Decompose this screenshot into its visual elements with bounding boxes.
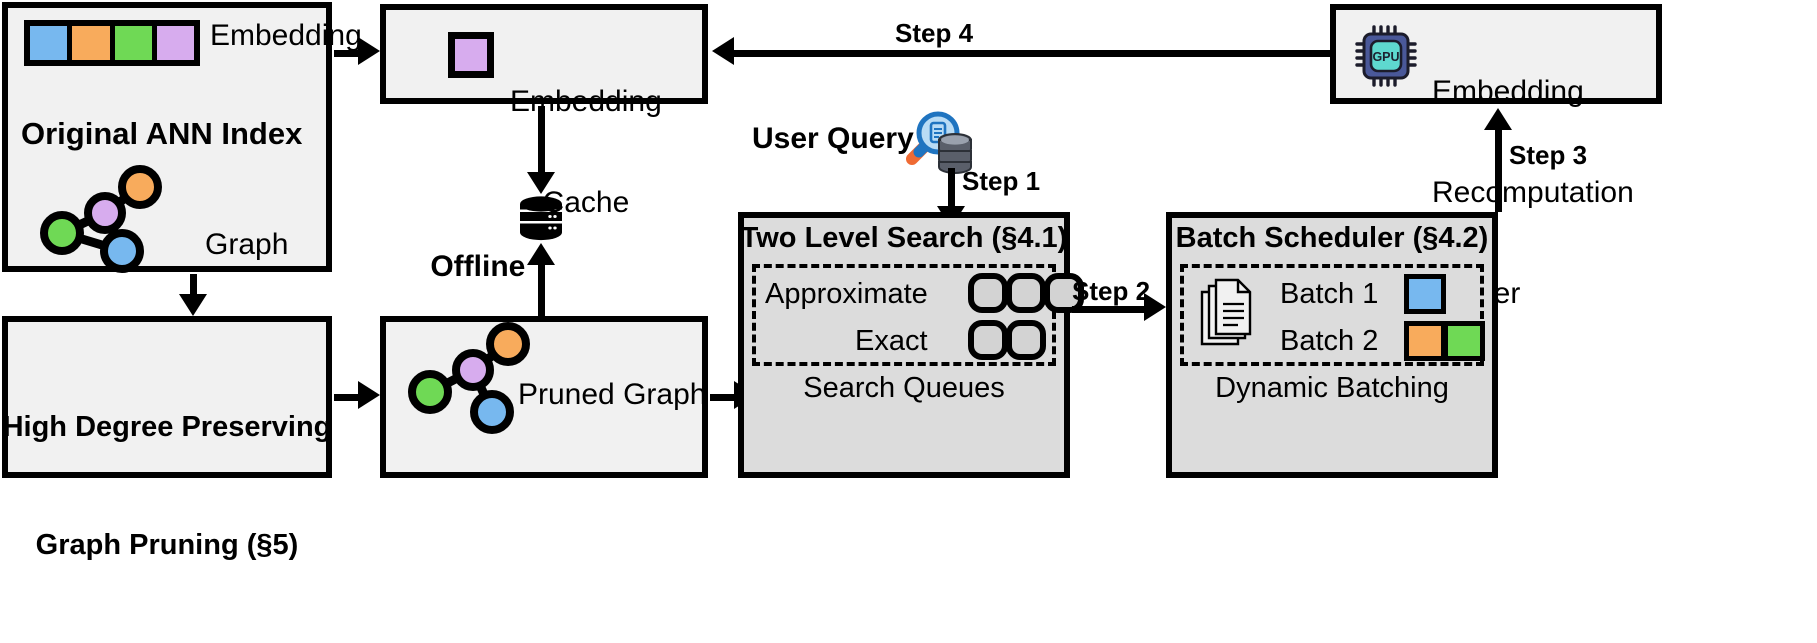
index-to-pruning-line <box>190 274 197 298</box>
database-cylinder-icon <box>519 196 563 241</box>
approximate-slot-3 <box>1044 273 1084 313</box>
batch-2-chip-1 <box>1404 321 1446 361</box>
database-stack-icon <box>932 130 978 176</box>
batch-1-label: Batch 1 <box>1280 278 1379 310</box>
recomputation-server-box <box>1330 4 1662 104</box>
pruning-to-pruned-line <box>334 394 360 401</box>
embedding-cell-1 <box>30 26 68 60</box>
offline-storage-line1: Offline <box>430 250 526 284</box>
step4-line <box>734 50 1330 57</box>
step2-label: Step 2 <box>1072 276 1151 306</box>
batch-2-chip-2 <box>1443 321 1485 361</box>
embedding-cache-title-line1: Embedding <box>510 85 662 119</box>
search-queues-footer: Search Queues <box>803 372 1005 404</box>
original-ann-index-title: Original ANN Index <box>21 116 303 151</box>
two-level-search-box <box>738 212 1070 478</box>
graph-pruning-box <box>2 316 332 478</box>
graph-pruning-title: High Degree Preserving Graph Pruning (§5… <box>2 330 332 643</box>
dynamic-batching-footer: Dynamic Batching <box>1215 372 1449 404</box>
step3-arrow-head <box>1484 108 1512 130</box>
pruned-graph-label: Pruned Graph <box>518 378 707 411</box>
step4-arrow-head <box>712 37 734 65</box>
recomputation-server-line2: Recomputation <box>1432 175 1634 209</box>
batch-scheduler-title: Batch Scheduler (§4.2) <box>1175 222 1489 254</box>
batch-1-chip-1 <box>1404 274 1446 314</box>
cache-to-storage-line <box>538 106 545 174</box>
cache-to-storage-arrow-head <box>527 172 555 194</box>
approximate-row-label: Approximate <box>765 278 928 310</box>
two-level-search-title: Two Level Search (§4.1) <box>740 222 1068 254</box>
step2-line <box>1072 306 1148 313</box>
user-query-label: User Query <box>752 122 914 155</box>
embedding-cache-swatch <box>448 32 494 78</box>
documents-stack-icon <box>1198 278 1256 352</box>
exact-slot-1 <box>968 320 1008 360</box>
graph-pruning-line1: High Degree Preserving <box>2 411 332 444</box>
pruned-to-storage-arrow-head <box>527 243 555 265</box>
step1-line <box>948 168 955 210</box>
exact-slot-2 <box>1006 320 1046 360</box>
embedding-cache-box <box>380 4 708 104</box>
exact-row-label: Exact <box>855 325 928 357</box>
embedding-cell-4 <box>156 26 194 60</box>
dynamic-batching-dashed-region <box>1180 264 1484 366</box>
architecture-diagram: Embedding Original ANN Index Graph Embed… <box>2 2 1662 561</box>
pruning-to-pruned-arrow-head <box>358 381 380 409</box>
pruned-to-search-line <box>710 394 736 401</box>
approximate-slot-1 <box>968 273 1008 313</box>
step3-label: Step 3 <box>1509 140 1588 170</box>
graph-label: Graph <box>205 228 289 261</box>
embedding-label: Embedding <box>210 19 362 52</box>
embedding-vector-swatches <box>24 20 200 66</box>
pruned-to-storage-line <box>538 262 545 318</box>
arrow-index-to-cache-head <box>358 37 380 65</box>
pruned-graph-visual <box>408 322 538 434</box>
step1-label: Step 1 <box>962 166 1041 196</box>
recomputation-server-title: Embedding Recomputation Server <box>1432 8 1634 378</box>
index-to-pruning-arrow-head <box>179 294 207 316</box>
gpu-chip-icon: GPU <box>1355 25 1417 87</box>
batch-2-label: Batch 2 <box>1280 325 1379 357</box>
approximate-slot-2 <box>1006 273 1046 313</box>
graph-pruning-line2: Graph Pruning (§5) <box>35 528 299 561</box>
search-queues-dashed-region <box>752 264 1056 366</box>
recomputation-server-line1: Embedding <box>1432 75 1584 109</box>
step3-line <box>1495 128 1502 212</box>
arrow-index-to-cache-line <box>334 50 360 57</box>
svg-text:GPU: GPU <box>1372 50 1399 64</box>
step4-label: Step 4 <box>895 18 974 48</box>
embedding-cell-3 <box>114 26 152 60</box>
original-index-graph <box>40 165 170 273</box>
step2-arrow-head <box>1144 293 1166 321</box>
embedding-cell-2 <box>72 26 110 60</box>
